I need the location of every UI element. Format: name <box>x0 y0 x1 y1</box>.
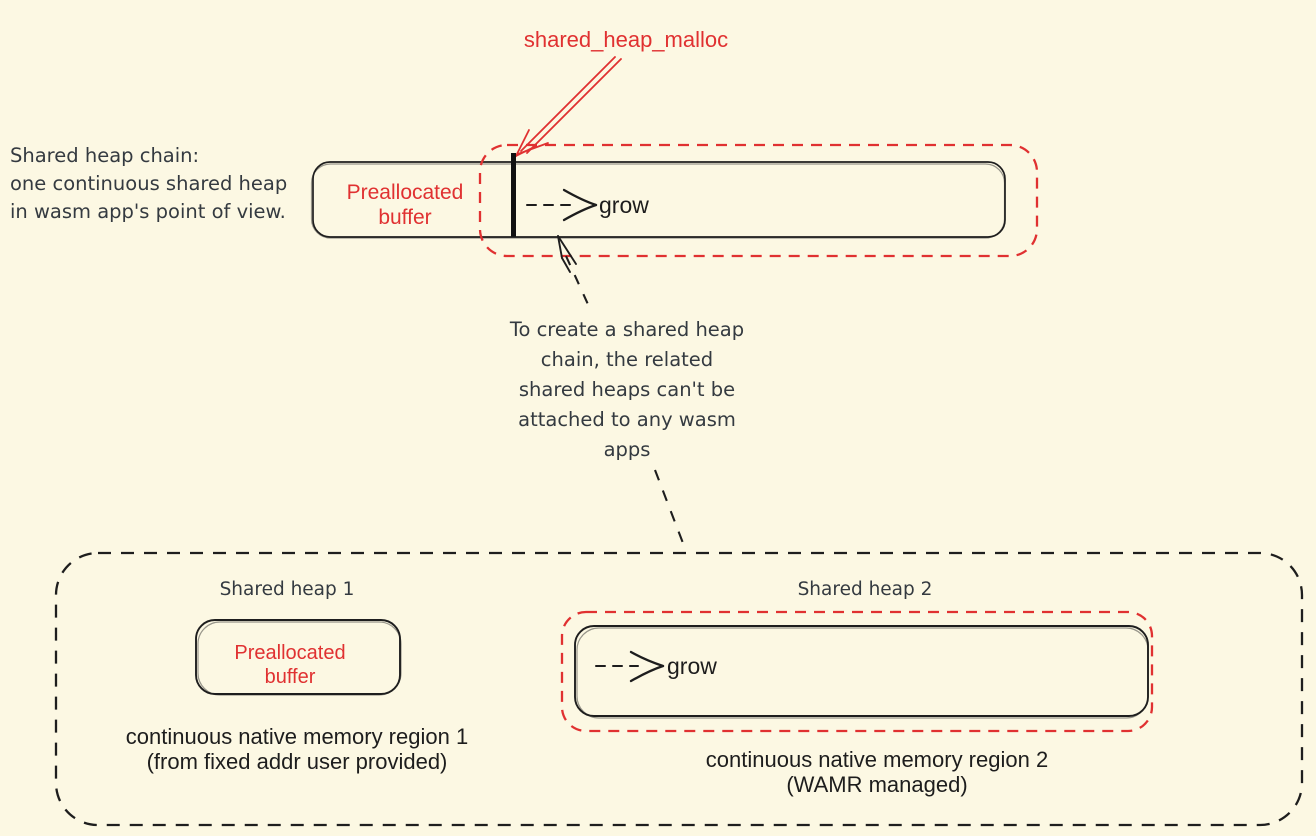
heap2-title: Shared heap 2 <box>797 579 933 600</box>
preallocated-buffer-label-heap1: Preallocated buffer <box>234 642 346 688</box>
wasm-view-rect <box>310 161 1006 239</box>
grow-label-heap2: grow <box>667 653 717 679</box>
shared-heap-chain-dashed-outline <box>478 143 1039 258</box>
connector-note-top <box>565 255 592 312</box>
grow-arrow-top <box>526 188 598 222</box>
preallocated-buffer-label-top: Preallocated buffer <box>346 181 464 229</box>
malloc-function-label: shared_heap_malloc <box>523 27 729 52</box>
heap1-title: Shared heap 1 <box>219 579 355 600</box>
heap2-dashed-outline <box>560 610 1154 733</box>
native-regions-dashed-box <box>54 551 1304 827</box>
heap1-caption: continuous native memory region 1 (from … <box>125 724 469 774</box>
preallocated-buffer-rect <box>195 619 402 696</box>
grow-label-top: grow <box>599 192 649 218</box>
cursor-arrow-icon <box>557 235 577 273</box>
connector-note-bottom <box>654 469 687 552</box>
heap2-rect <box>574 625 1149 719</box>
grow-arrow-heap2 <box>595 650 665 683</box>
malloc-arrow <box>515 56 622 157</box>
heap2-caption: continuous native memory region 2 (WAMR … <box>705 747 1049 797</box>
chain-note: Shared heap chain: one continuous shared… <box>10 144 288 223</box>
attach-note: To create a shared heap chain, the relat… <box>509 318 745 461</box>
